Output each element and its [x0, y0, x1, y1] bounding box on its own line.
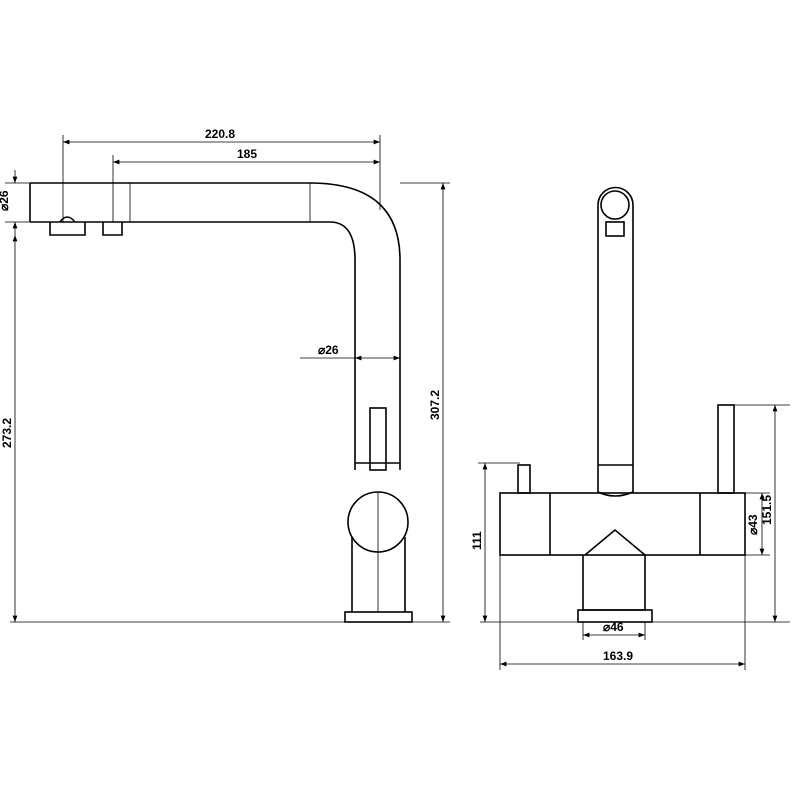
front-view: 111 151.5 ⌀43 ⌀46 163.9 — [470, 186, 790, 670]
dim-body-diameter: ⌀43 — [746, 514, 760, 535]
outlet-nozzle-small — [102, 222, 123, 236]
dim-overall-height: 307.2 — [428, 390, 442, 420]
dim-outlet-height: 273.2 — [0, 418, 14, 448]
handle-lever — [369, 407, 387, 471]
spout-outlet — [605, 221, 625, 237]
base-stem — [351, 537, 406, 612]
valve-body — [499, 492, 746, 556]
dim-outlet-diameter: ⌀26 — [0, 190, 11, 211]
spout-outline — [29, 182, 401, 470]
dim-base-diameter: ⌀46 — [603, 620, 624, 634]
base-plate — [344, 611, 413, 623]
dim-body-height: 111 — [470, 531, 484, 550]
base-stem — [582, 528, 646, 611]
left-knob — [517, 464, 531, 494]
dim-overall-width: 163.9 — [603, 649, 633, 663]
right-lever — [717, 404, 735, 494]
dim-tube-diameter: ⌀26 — [318, 343, 339, 357]
spout-top-circle — [600, 190, 630, 220]
outlet-nozzle — [49, 216, 86, 236]
dim-overall-reach: 220.8 — [205, 127, 235, 141]
dim-spout-reach: 185 — [237, 147, 257, 161]
side-view: 220.8 185 ⌀26 ⌀26 273.2 307.2 — [0, 127, 450, 623]
spout-pipe — [597, 186, 634, 497]
